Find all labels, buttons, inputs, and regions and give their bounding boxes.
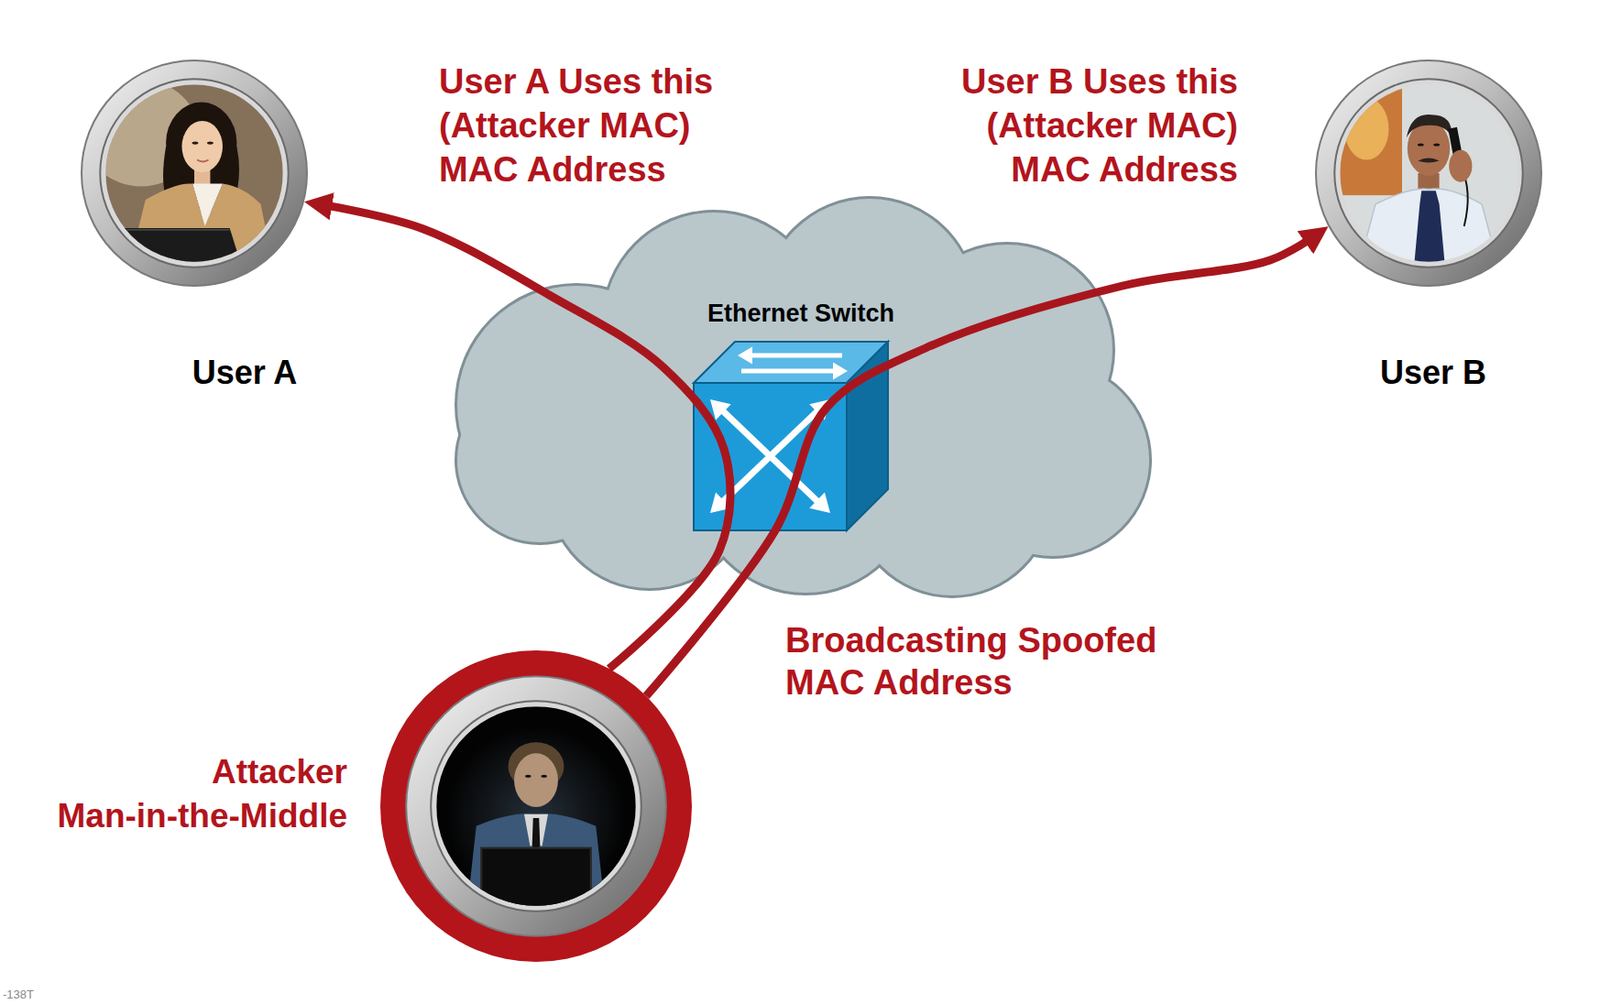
text-line: MAC Address — [785, 661, 1157, 704]
tie — [1414, 190, 1446, 271]
text-line: MAC Address — [961, 147, 1239, 192]
cloud-fill — [658, 267, 934, 543]
user-portrait: User A — [80, 59, 308, 287]
text-slot: User A — [192, 352, 298, 393]
eye — [1417, 143, 1425, 147]
text-line: Broadcasting Spoofed — [785, 619, 1157, 662]
shirt — [1358, 188, 1501, 271]
eye — [207, 142, 214, 145]
cloud-outline-svg — [438, 194, 1159, 603]
tie — [532, 818, 541, 852]
spoof-arrow — [646, 236, 1316, 697]
text-line: (Attacker MAC) — [961, 103, 1239, 148]
laptop — [481, 848, 592, 919]
text-slot: User A Uses this (Attacker MAC) MAC Addr… — [438, 59, 713, 192]
arrow-head-icon — [710, 399, 732, 421]
annotation-label: Broadcasting Spoofed MAC Address — [785, 619, 1157, 704]
text-line: Man-in-the-Middle — [56, 794, 348, 839]
node-label: User B — [1380, 352, 1487, 393]
laptop — [105, 228, 243, 271]
portrait-svg — [380, 650, 692, 963]
eye — [525, 775, 532, 779]
switch-front — [693, 383, 847, 531]
text-line: User B — [1380, 352, 1487, 393]
annotation-label: User B Uses this (Attacker MAC) MAC Addr… — [961, 59, 1239, 192]
node-label: User A — [192, 352, 298, 393]
photo — [83, 79, 284, 271]
figure-code: -138T — [2, 987, 34, 1003]
mouth — [197, 159, 209, 162]
arrow-head-icon — [832, 361, 848, 380]
annotation-label: User A Uses this (Attacker MAC) MAC Addr… — [438, 59, 713, 192]
text-line: User B Uses this — [961, 59, 1239, 104]
text-line: User A — [192, 352, 298, 393]
text-line: MAC Address — [438, 147, 713, 192]
text-slot: -138T — [2, 987, 34, 1003]
silver-ring — [1315, 60, 1542, 286]
laptop-edge — [105, 229, 230, 231]
text-slot: User B Uses this (Attacker MAC) MAC Addr… — [961, 59, 1239, 192]
text-line: (Attacker MAC) — [438, 103, 713, 148]
user-portrait: User B — [1315, 59, 1543, 287]
photo-content — [83, 79, 284, 271]
photo — [436, 706, 636, 919]
node-label: Ethernet Switch — [707, 298, 895, 329]
face — [181, 120, 222, 173]
switch-icon — [693, 341, 888, 531]
text-line: -138T — [2, 987, 34, 1003]
text-slot: Broadcasting Spoofed MAC Address — [785, 619, 1157, 704]
photo-content — [1339, 84, 1517, 271]
silver-ring — [81, 60, 307, 286]
photo-content — [436, 706, 636, 919]
silver-ring — [405, 676, 667, 937]
hair — [165, 102, 237, 185]
blouse — [192, 184, 223, 227]
text-line: Ethernet Switch — [707, 298, 895, 329]
alert-ring — [380, 650, 692, 963]
painting-light — [1344, 98, 1389, 161]
cloud-fill — [457, 377, 623, 543]
eye — [540, 775, 548, 779]
text-slot: Ethernet Switch — [707, 298, 895, 329]
painting — [1339, 84, 1403, 196]
portrait-svg — [80, 59, 308, 287]
arrow-head-icon — [737, 346, 753, 364]
switch-side — [846, 341, 888, 531]
text-slot: Attacker Man-in-the-Middle — [56, 750, 348, 839]
cloud-shape — [454, 196, 1152, 599]
switch-arrows — [710, 346, 848, 514]
eye — [1433, 143, 1440, 147]
text-slot: User B — [1380, 352, 1487, 393]
arrow-head-icon — [809, 492, 831, 514]
eye — [192, 142, 199, 145]
attacker-label: Attacker Man-in-the-Middle — [56, 750, 348, 839]
arrow-head-icon — [809, 399, 831, 421]
text-line: Attacker — [56, 750, 348, 795]
switch-arrow — [741, 355, 843, 372]
mustache — [1417, 158, 1439, 164]
network-cloud: Ethernet Switch — [438, 194, 1159, 603]
portrait-svg — [1315, 59, 1543, 287]
face — [514, 753, 559, 808]
user-portrait: Attacker Man-in-the-Middle — [380, 650, 692, 963]
photo — [1339, 84, 1517, 271]
hair — [1406, 114, 1452, 138]
hand — [1448, 150, 1472, 183]
switch-arrow — [718, 406, 822, 506]
text-line: User A Uses this — [438, 59, 713, 104]
arrow-head-icon — [710, 492, 732, 514]
